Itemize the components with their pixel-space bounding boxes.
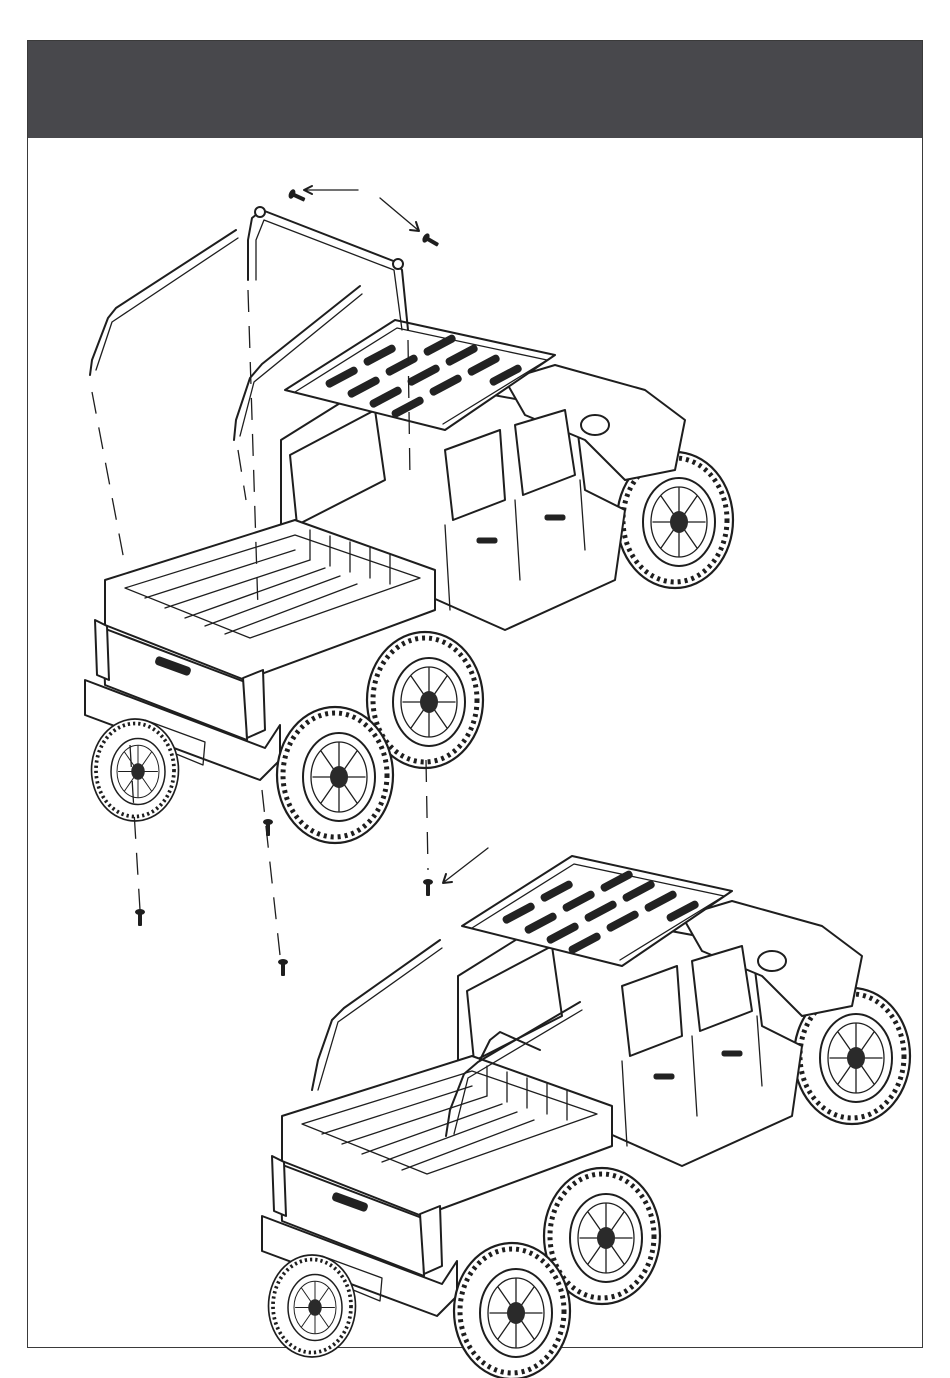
roll-bar-left: [90, 230, 236, 375]
assembled-view: [262, 856, 910, 1378]
screw-bottom-3: [278, 959, 288, 976]
screw-bottom-2: [135, 909, 145, 926]
screw-top-right: [421, 232, 441, 249]
truck-exploded: [85, 320, 733, 843]
screw-bottom-1: [263, 819, 273, 836]
truck-assembled: [262, 856, 910, 1378]
screw-bottom-4: [423, 879, 433, 896]
exploded-view: [85, 186, 733, 976]
